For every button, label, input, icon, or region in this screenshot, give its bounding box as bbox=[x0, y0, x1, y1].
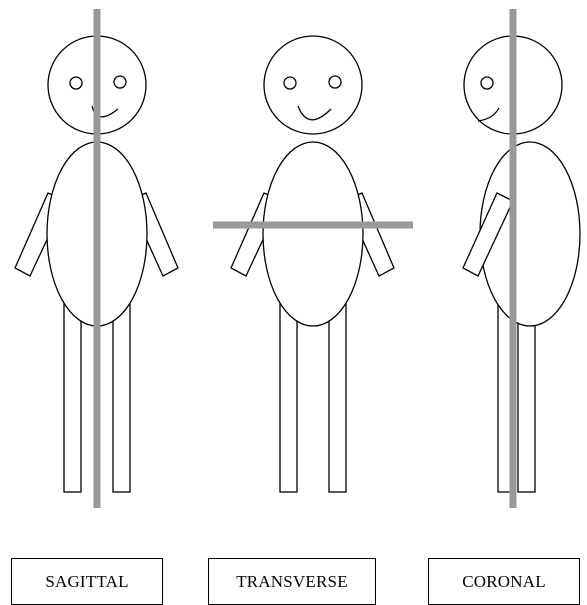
sagittal-label-text: SAGITTAL bbox=[45, 572, 128, 592]
coronal-label: CORONAL bbox=[428, 558, 580, 605]
left-eye bbox=[284, 77, 296, 89]
sagittal-label: SAGITTAL bbox=[11, 558, 163, 605]
right-leg bbox=[113, 302, 130, 492]
eye bbox=[481, 77, 493, 89]
right-eye bbox=[114, 76, 126, 88]
coronal-label-text: CORONAL bbox=[462, 572, 546, 592]
right-leg bbox=[329, 302, 346, 492]
figure-transverse bbox=[231, 36, 394, 492]
torso bbox=[263, 142, 363, 326]
front-leg bbox=[518, 302, 535, 492]
transverse-label: TRANSVERSE bbox=[208, 558, 376, 605]
left-leg bbox=[280, 302, 297, 492]
right-eye bbox=[329, 76, 341, 88]
left-eye bbox=[70, 77, 82, 89]
left-leg bbox=[64, 302, 81, 492]
figure-coronal bbox=[463, 36, 580, 492]
transverse-label-text: TRANSVERSE bbox=[236, 572, 348, 592]
